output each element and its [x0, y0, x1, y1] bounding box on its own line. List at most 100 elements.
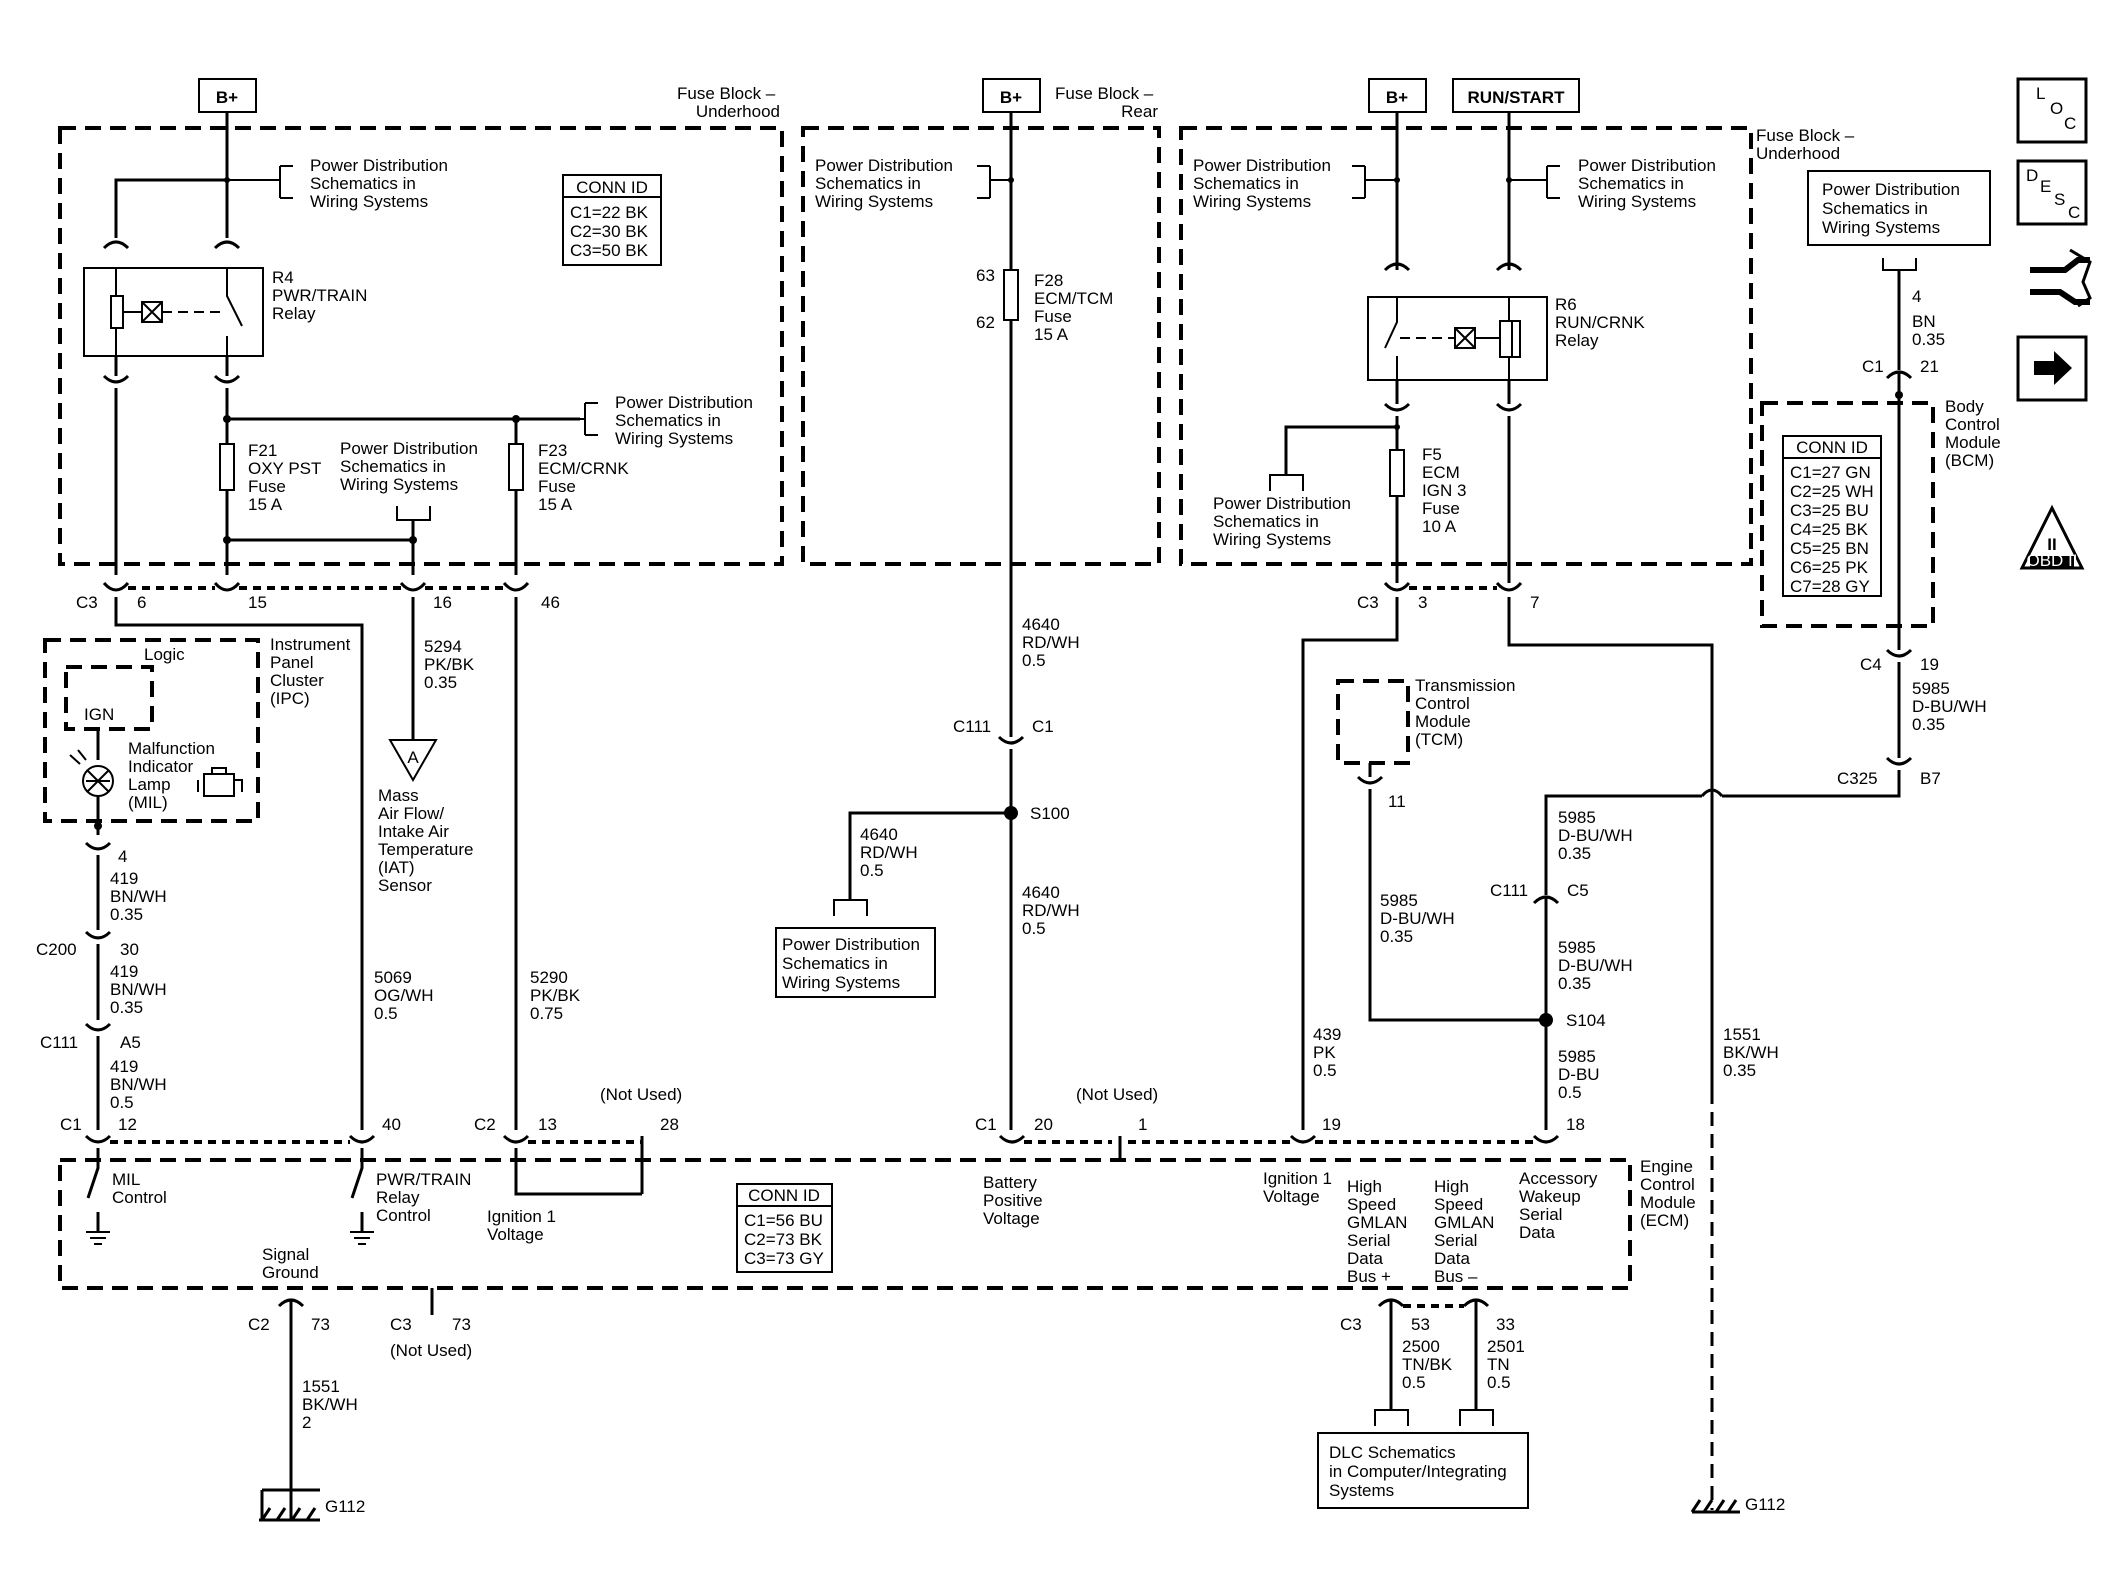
conn-id-ecm: CONN ID C1=56 BU C2=73 BK C3=73 GY — [736, 1183, 833, 1273]
wire-1551-right-label: 1551 BK/WH 0.35 — [1723, 1025, 1783, 1080]
ipc-box — [43, 638, 260, 823]
not-used-73: (Not Used) — [390, 1341, 472, 1360]
pd-ref-3: Power Distribution Schematics in Wiring … — [340, 439, 483, 494]
wire-419-b-label: 419 BN/WH 0.35 — [110, 962, 171, 1017]
pd-ref-4: Power Distribution Schematics in Wiring … — [815, 156, 958, 211]
g112-left-label: G112 — [325, 1497, 365, 1516]
c111-left-label: C111 — [40, 1033, 78, 1052]
ecm-pin-13: 13 — [538, 1115, 557, 1134]
tcm-box — [1336, 679, 1410, 765]
pd-ref-1: Power Distribution Schematics in Wiring … — [310, 156, 453, 211]
svg-text:C: C — [2068, 203, 2080, 222]
fuse-block-underhood-title: Fuse Block – Underhood — [677, 84, 780, 121]
maf-sensor-label: Mass Air Flow/ Intake Air Temperature (I… — [378, 786, 478, 895]
svg-text:CONN ID: CONN ID — [748, 1186, 820, 1205]
signal-ground-label: Signal Ground — [262, 1245, 319, 1282]
bcm-pin-4: 4 — [1912, 287, 1921, 306]
fuse-f23-label: F23 ECM/CRNK Fuse 15 A — [538, 441, 633, 514]
ecm-pin-20: 20 — [1034, 1115, 1053, 1134]
b-plus-label: B+ — [1000, 88, 1022, 107]
c3-pin-15: 15 — [248, 593, 267, 612]
arrow-right-icon[interactable] — [2016, 335, 2088, 402]
c111-pin-c5: C5 — [1567, 881, 1589, 900]
ecm-battery: Battery Positive Voltage — [983, 1173, 1047, 1228]
mil-label: Malfunction Indicator Lamp (MIL) — [128, 739, 220, 812]
ecm-accessory: Accessory Wakeup Serial Data — [1519, 1169, 1602, 1242]
wire-5985-c-label: 5985 D-BU 0.5 — [1558, 1047, 1604, 1102]
fuse-f21-label: F21 OXY PST Fuse 15 A — [248, 441, 326, 514]
pd-ref-box-center: Power Distribution Schematics in Wiring … — [775, 927, 936, 998]
ground-g112-left-icon — [259, 1507, 320, 1522]
wire-5985-b-label: 5985 D-BU/WH 0.35 — [1558, 938, 1637, 993]
ecm-pin-18: 18 — [1566, 1115, 1585, 1134]
fuse-block-underhood-right-title: Fuse Block – Underhood — [1756, 126, 1859, 163]
svg-text:C1=27 GN C2=25 WH: C1=27 GN C2=25 WH C3=25 BU C4=25 BK C5=2… — [1790, 463, 1878, 596]
svg-text:C1=22 BK C2=30 BK: C1=22 BK C2=30 BK C3=50 BK — [570, 203, 653, 260]
c200-pin-30: 30 — [120, 940, 139, 959]
desc-icon[interactable]: D E S C — [2016, 159, 2088, 226]
ecm-c2-label: C2 — [474, 1115, 496, 1134]
svg-text:O: O — [2050, 99, 2063, 118]
ecm-ign1-left: Ignition 1 Voltage — [487, 1207, 561, 1244]
wire-2500-label: 2500 TN/BK 0.5 — [1402, 1337, 1457, 1392]
wire-4-bn-label: BN 0.35 — [1912, 312, 1945, 349]
ecm-pin-53: 53 — [1411, 1315, 1430, 1334]
svg-text:C1=56 BU C2=73 BK: C1=56 BU C2=73 BK C3=73 GY — [744, 1211, 828, 1268]
ecm-pin-19: 19 — [1322, 1115, 1341, 1134]
bcm-box — [1760, 401, 1935, 628]
ecm-pin-1: 1 — [1138, 1115, 1147, 1134]
b-plus-label: B+ — [216, 88, 238, 107]
b-plus-label: B+ — [1386, 88, 1408, 107]
c111-center-label: C111 — [953, 717, 991, 736]
ign-label: IGN — [84, 705, 114, 724]
not-used-28: (Not Used) — [600, 1085, 682, 1104]
svg-text:OBD II: OBD II — [2026, 551, 2077, 570]
engine-icon — [197, 767, 243, 797]
connector-tools-icon[interactable] — [2030, 248, 2092, 308]
loc-icon[interactable]: L O C — [2016, 77, 2088, 144]
c111-pin-a5: A5 — [120, 1033, 141, 1052]
ecm-pin-12: 12 — [118, 1115, 137, 1134]
ecm-c3-bottom-label: C3 — [390, 1315, 412, 1334]
ecm-pin-40: 40 — [382, 1115, 401, 1134]
ecm-c3-dlc-label: C3 — [1340, 1315, 1362, 1334]
pd-ref-box-bcm: Power Distribution Schematics in Wiring … — [1807, 170, 1991, 246]
wire-5985-a-label: 5985 D-BU/WH 0.35 — [1558, 808, 1637, 863]
wire-5069-label: 5069 OG/WH 0.5 — [374, 968, 438, 1023]
ecm-c2-bottom-label: C2 — [248, 1315, 270, 1334]
fuse-f28-pin-out: 62 — [976, 313, 995, 332]
ipc-label: Instrument Panel Cluster (IPC) — [270, 635, 355, 708]
wire-419-a-label: 419 BN/WH 0.35 — [110, 869, 171, 924]
ecm-gmlan-plus: High Speed GMLAN Serial Data Bus + — [1347, 1177, 1412, 1286]
wire-5985-bcm-label: 5985 D-BU/WH 0.35 — [1912, 679, 1991, 734]
c111-right-label: C111 — [1490, 881, 1528, 900]
ipc-pin-4: 4 — [118, 847, 127, 866]
c3-right-label: C3 — [1357, 593, 1379, 612]
ecm-box — [58, 1158, 1632, 1290]
c325-pin-b7: B7 — [1920, 769, 1941, 788]
relay-r6-label: R6 RUN/CRNK Relay — [1555, 295, 1649, 350]
svg-text:L: L — [2036, 84, 2045, 103]
wire-5290-label: 5290 PK/BK 0.75 — [530, 968, 585, 1023]
pd-ref-7: Power Distribution Schematics in Wiring … — [1213, 494, 1356, 549]
pd-ref-6: Power Distribution Schematics in Wiring … — [1578, 156, 1721, 211]
c3-right-pin-7: 7 — [1530, 593, 1539, 612]
run-start-source: RUN/START — [1452, 78, 1580, 113]
tcm-label: Transmission Control Module (TCM) — [1415, 676, 1520, 749]
svg-text:II: II — [2047, 535, 2056, 554]
pd-ref-5: Power Distribution Schematics in Wiring … — [1193, 156, 1336, 211]
fuse-f28: 63 62 F28 ECM/TCM Fuse 15 A — [976, 266, 1118, 344]
wire-2501-label: 2501 TN 0.5 — [1487, 1337, 1530, 1392]
wire-5985-tcm-label: 5985 D-BU/WH 0.35 — [1380, 891, 1459, 946]
g112-right-label: G112 — [1745, 1495, 1785, 1514]
ecm-pin-28: 28 — [660, 1115, 679, 1134]
ecm-c3-pin-73: 73 — [452, 1315, 471, 1334]
fuse-f28-label: F28 ECM/TCM Fuse 15 A — [1034, 271, 1118, 344]
fuse-f21: F21 OXY PST Fuse 15 A — [219, 441, 326, 575]
svg-text:Power Distribution Schem: Power Distribution Schematics in Wiring … — [782, 935, 925, 992]
b-plus-source-right: B+ — [1368, 78, 1427, 113]
svg-text:CONN ID: CONN ID — [576, 178, 648, 197]
ecm-mil-control: MIL Control — [112, 1170, 167, 1207]
wire-439-label: 439 PK 0.5 — [1313, 1025, 1346, 1080]
